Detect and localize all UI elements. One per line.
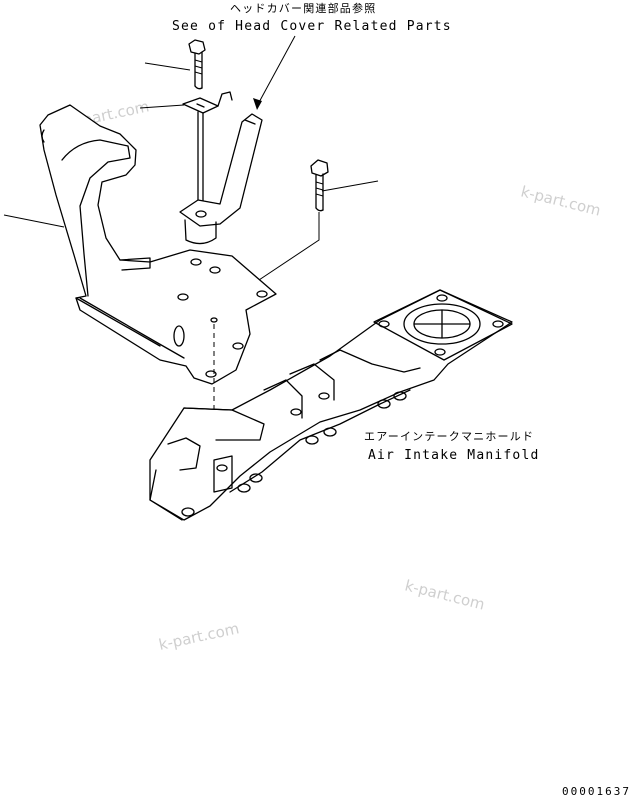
manifold-callout-en: Air Intake Manifold bbox=[368, 448, 540, 463]
watermark: k-part.com bbox=[157, 619, 241, 654]
bolt-top bbox=[188, 39, 206, 90]
leader-lines bbox=[3, 35, 379, 228]
drawing-code: 00001637 bbox=[562, 785, 631, 798]
watermark: k-part.com bbox=[403, 576, 487, 613]
stay-bracket bbox=[179, 113, 263, 245]
head-cover-callout-en: See of Head Cover Related Parts bbox=[172, 19, 452, 34]
intake-manifold bbox=[149, 289, 513, 521]
manifold-callout-jp: エアーインテークマニホールド bbox=[364, 430, 534, 443]
head-cover-callout-jp: ヘッドカバー関連部品参照 bbox=[230, 1, 376, 15]
watermark: k-part.com bbox=[519, 182, 603, 219]
clip-bracket bbox=[182, 91, 233, 209]
lifting-bracket bbox=[39, 104, 277, 385]
